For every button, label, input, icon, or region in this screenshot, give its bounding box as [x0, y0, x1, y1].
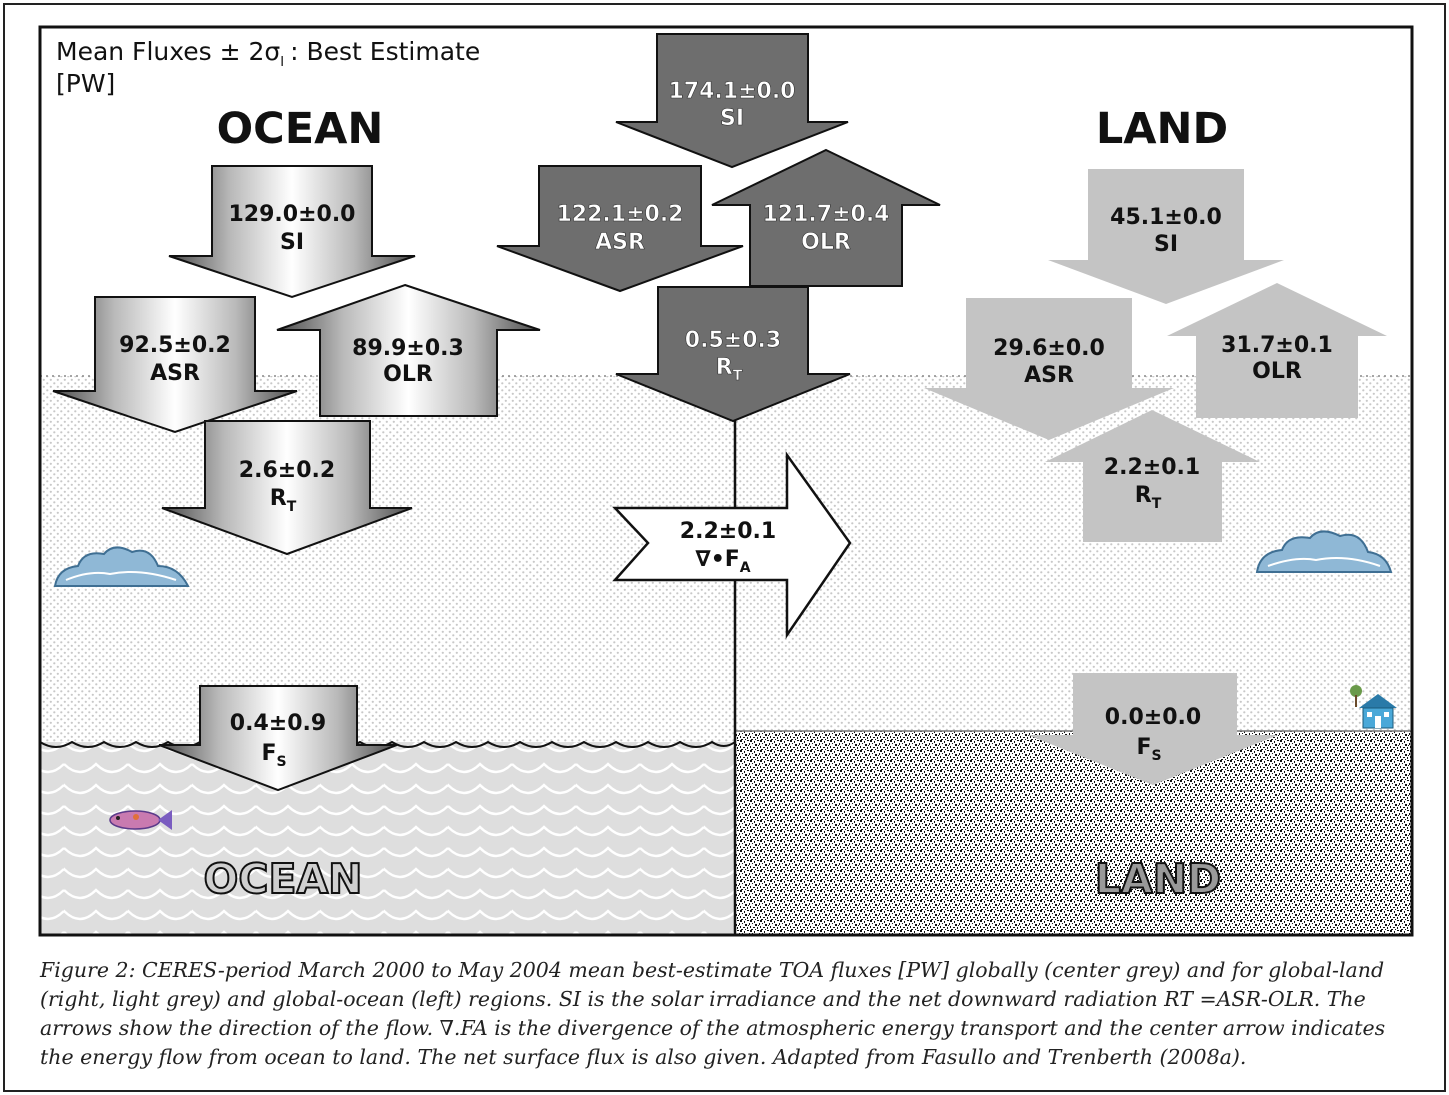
ocean-water [40, 742, 735, 935]
svg-text:2.2±0.1: 2.2±0.1 [1104, 455, 1200, 480]
svg-text:ASR: ASR [595, 230, 645, 255]
svg-text:SI: SI [280, 230, 304, 255]
figure-caption: Figure 2: CERES-period March 2000 to May… [40, 958, 1386, 1069]
house-icon [1350, 685, 1397, 729]
global-si-arrow: 174.1±0.0 SI [615, 33, 849, 169]
global-rt-arrow: 0.5±0.3 RT [615, 286, 851, 423]
svg-text:FS: FS [1136, 735, 1161, 764]
svg-text:RT: RT [716, 355, 743, 384]
svg-text:ASR: ASR [150, 361, 200, 386]
svg-text:129.0±0.0: 129.0±0.0 [229, 202, 356, 227]
svg-text:29.6±0.0: 29.6±0.0 [993, 336, 1105, 361]
ocean-wave-line [39, 740, 736, 748]
global-asr-arrow: 122.1±0.2 ASR [496, 165, 744, 293]
land-asr-arrow: 29.6±0.0 ASR [924, 298, 1174, 440]
land-rt-arrow: 2.2±0.1 RT [1045, 410, 1260, 542]
ocean-olr-arrow: 89.9±0.3 OLR [276, 283, 541, 417]
ocean-si-arrow: 129.0±0.0 SI [168, 165, 416, 299]
fish-icon [109, 810, 172, 830]
svg-text:OLR: OLR [383, 362, 433, 387]
land-cloud-icon [1255, 530, 1393, 573]
svg-text:0.5±0.3: 0.5±0.3 [685, 328, 781, 353]
ocean-asr-arrow: 92.5±0.2 ASR [52, 296, 298, 434]
svg-text:31.7±0.1: 31.7±0.1 [1221, 333, 1333, 358]
ocean-cloud-icon [53, 546, 190, 587]
land-surface-label: LAND [1095, 855, 1221, 903]
ocean-surface-label: OCEAN [204, 855, 363, 903]
land-heading: LAND [1096, 104, 1228, 154]
figure-title: Mean Fluxes ± 2σI: Best Estimate [56, 37, 480, 70]
land-olr-arrow: 31.7±0.1 OLR [1167, 283, 1387, 418]
svg-text:2.2±0.1: 2.2±0.1 [680, 519, 776, 544]
land-fs-arrow: 0.0±0.0 FS [1028, 673, 1278, 785]
svg-text:92.5±0.2: 92.5±0.2 [119, 333, 231, 358]
svg-text:45.1±0.0: 45.1±0.0 [1110, 205, 1222, 230]
svg-text:SI: SI [1154, 232, 1178, 257]
svg-text:∇•FA: ∇•FA [695, 547, 750, 576]
svg-text:RT: RT [1135, 483, 1162, 512]
svg-text:SI: SI [720, 106, 744, 131]
svg-text:174.1±0.0: 174.1±0.0 [669, 79, 796, 104]
svg-text:OLR: OLR [801, 230, 851, 255]
svg-text:OLR: OLR [1252, 359, 1302, 384]
svg-text:2.6±0.2: 2.6±0.2 [239, 458, 335, 483]
ocean-heading: OCEAN [217, 104, 384, 154]
land-si-arrow: 45.1±0.0 SI [1048, 169, 1284, 304]
svg-text:121.7±0.4: 121.7±0.4 [763, 202, 890, 227]
ocean-rt-arrow: 2.6±0.2 RT [161, 420, 413, 556]
ocean-fs-arrow: 0.4±0.9 FS [158, 685, 398, 792]
svg-text:RT: RT [270, 486, 297, 515]
transport-arrow: 2.2±0.1 ∇•FA [612, 451, 852, 640]
svg-text:FS: FS [261, 741, 286, 770]
global-olr-arrow: 121.7±0.4 OLR [711, 148, 941, 287]
svg-text:0.4±0.9: 0.4±0.9 [230, 711, 326, 736]
figure-units: [PW] [56, 69, 115, 98]
svg-text:122.1±0.2: 122.1±0.2 [557, 202, 684, 227]
svg-text:ASR: ASR [1024, 363, 1074, 388]
svg-text:0.0±0.0: 0.0±0.0 [1105, 705, 1201, 730]
svg-text:89.9±0.3: 89.9±0.3 [352, 336, 464, 361]
inner-frame [38, 25, 1414, 937]
land-ground [735, 731, 1412, 935]
